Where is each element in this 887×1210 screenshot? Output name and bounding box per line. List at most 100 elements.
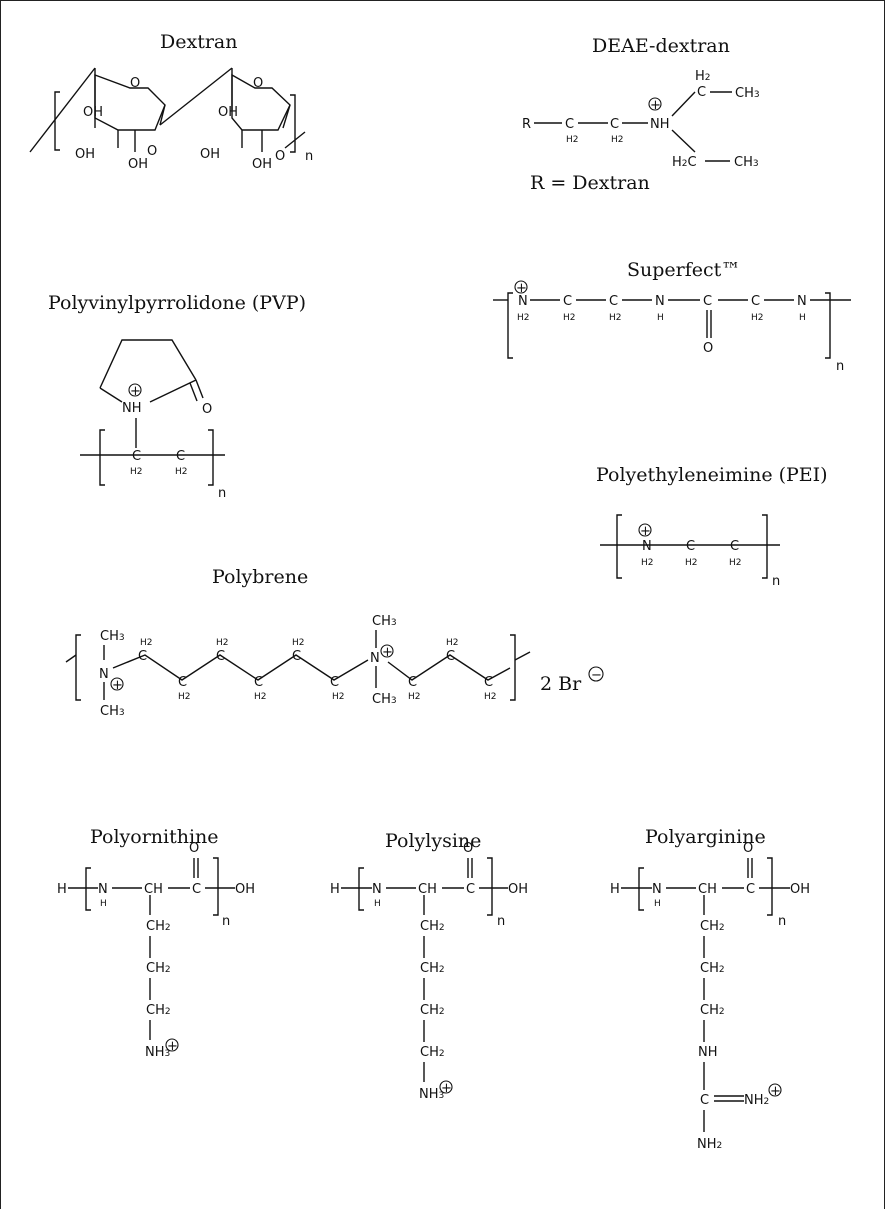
pei-n: n bbox=[772, 574, 780, 589]
svg-text:NH2: NH2 bbox=[697, 1137, 722, 1152]
title-superfect: Superfect™ bbox=[627, 259, 740, 281]
svg-text:H2: H2 bbox=[140, 638, 153, 648]
svg-text:H2: H2 bbox=[130, 467, 143, 477]
svg-text:N: N bbox=[98, 882, 108, 897]
svg-text:C: C bbox=[292, 649, 301, 664]
svg-text:+: + bbox=[770, 1084, 781, 1099]
dextran-ring1-oh: OH bbox=[83, 105, 103, 120]
svg-text:H2: H2 bbox=[332, 692, 345, 702]
svg-text:CH: CH bbox=[418, 882, 437, 897]
svg-text:H: H bbox=[330, 882, 340, 897]
svg-text:CH2: CH2 bbox=[700, 919, 725, 934]
svg-text:C: C bbox=[703, 294, 712, 309]
polylysine-structure: H N H CH C O OH n CH2 CH2 CH2 CH2 NH3 + bbox=[330, 841, 528, 1102]
title-pei: Polyethyleneimine (PEI) bbox=[596, 464, 828, 486]
polyarginine-n: n bbox=[778, 914, 786, 929]
deae-r-definition: R = Dextran bbox=[530, 172, 650, 194]
svg-text:H2: H2 bbox=[216, 638, 229, 648]
svg-text:O: O bbox=[189, 841, 199, 856]
svg-text:+: + bbox=[167, 1039, 178, 1054]
svg-text:OH: OH bbox=[235, 882, 255, 897]
svg-text:+: + bbox=[112, 678, 123, 693]
svg-text:H2: H2 bbox=[175, 467, 188, 477]
svg-text:H: H bbox=[100, 899, 107, 909]
title-polylysine: Polylysine bbox=[385, 830, 481, 852]
dextran-ring2-oxygen: O bbox=[253, 76, 263, 91]
svg-text:CH2: CH2 bbox=[420, 1003, 445, 1018]
polybrene-counterion: 2 Br bbox=[540, 673, 582, 695]
title-polybrene: Polybrene bbox=[212, 566, 308, 588]
svg-text:H: H bbox=[57, 882, 67, 897]
deae-r: R bbox=[522, 117, 531, 132]
svg-text:CH2: CH2 bbox=[420, 961, 445, 976]
svg-text:+: + bbox=[441, 1081, 452, 1096]
dextran-ring2-oh2: OH bbox=[200, 147, 220, 162]
polybrene-n2: N bbox=[370, 651, 380, 666]
svg-text:OH: OH bbox=[508, 882, 528, 897]
title-polyornithine: Polyornithine bbox=[90, 826, 219, 848]
svg-text:NH3: NH3 bbox=[419, 1087, 444, 1102]
dextran-ring1-oh2: OH bbox=[75, 147, 95, 162]
svg-text:C: C bbox=[484, 675, 493, 690]
svg-text:OH: OH bbox=[790, 882, 810, 897]
svg-text:CH2: CH2 bbox=[420, 1045, 445, 1060]
dextran-structure: O OH OH OH O O OH OH OH O n bbox=[29, 67, 313, 172]
deae-c2-h2: H2 bbox=[611, 135, 624, 145]
svg-text:C: C bbox=[132, 449, 141, 464]
svg-text:H2: H2 bbox=[609, 313, 622, 323]
deae-ch2-lower: H2C bbox=[672, 155, 697, 170]
svg-text:+: + bbox=[640, 524, 651, 539]
svg-text:H2: H2 bbox=[408, 692, 421, 702]
svg-text:CH: CH bbox=[144, 882, 163, 897]
dextran-ring2-oh: OH bbox=[218, 105, 238, 120]
svg-text:H2: H2 bbox=[563, 313, 576, 323]
svg-text:C: C bbox=[138, 649, 147, 664]
svg-text:C: C bbox=[192, 882, 201, 897]
svg-text:C: C bbox=[746, 882, 755, 897]
svg-text:C: C bbox=[446, 649, 455, 664]
svg-text:O: O bbox=[463, 841, 473, 856]
svg-text:N: N bbox=[372, 882, 382, 897]
deae-ch3-lower: CH3 bbox=[734, 155, 759, 170]
svg-text:CH3: CH3 bbox=[100, 704, 125, 719]
svg-text:C: C bbox=[330, 675, 339, 690]
svg-text:CH3: CH3 bbox=[372, 692, 397, 707]
svg-text:C: C bbox=[176, 449, 185, 464]
polyornithine-structure: H N H CH C O OH n CH2 CH2 CH2 NH3 + bbox=[57, 841, 255, 1060]
svg-text:C: C bbox=[563, 294, 572, 309]
svg-text:NH: NH bbox=[698, 1045, 718, 1060]
polybrene-structure: CH3 N + CH3 C H2 C H2 C H2 C H2 C H2 C H… bbox=[65, 614, 604, 719]
svg-text:CH2: CH2 bbox=[146, 961, 171, 976]
svg-text:C: C bbox=[408, 675, 417, 690]
svg-text:+: + bbox=[130, 384, 141, 399]
svg-text:C: C bbox=[216, 649, 225, 664]
dextran-n: n bbox=[305, 149, 313, 164]
svg-text:N: N bbox=[797, 294, 807, 309]
pvp-structure: O + NH C H2 C H2 n bbox=[80, 339, 226, 501]
svg-text:H: H bbox=[654, 899, 661, 909]
dextran-ring1-oh3: OH bbox=[128, 157, 148, 172]
svg-text:N: N bbox=[642, 539, 652, 554]
svg-text:C: C bbox=[609, 294, 618, 309]
title-pvp: Polyvinylpyrrolidone (PVP) bbox=[48, 292, 306, 314]
svg-text:H2: H2 bbox=[641, 558, 654, 568]
deae-nh: NH bbox=[650, 117, 670, 132]
svg-text:+: + bbox=[382, 645, 393, 660]
svg-text:+: + bbox=[516, 281, 527, 296]
deae-c2: C bbox=[610, 117, 619, 132]
svg-text:C: C bbox=[178, 675, 187, 690]
dextran-ring1-oxygen: O bbox=[130, 76, 140, 91]
deae-dextran-structure: R C H2 C H2 NH + H2 C CH3 H2C CH3 R = De… bbox=[522, 69, 760, 194]
svg-text:O: O bbox=[202, 402, 212, 417]
svg-text:H: H bbox=[657, 313, 664, 323]
svg-text:C: C bbox=[751, 294, 760, 309]
svg-text:C: C bbox=[730, 539, 739, 554]
svg-text:C: C bbox=[254, 675, 263, 690]
svg-text:NH3: NH3 bbox=[145, 1045, 170, 1060]
svg-text:H2: H2 bbox=[484, 692, 497, 702]
svg-text:H2: H2 bbox=[446, 638, 459, 648]
svg-text:CH2: CH2 bbox=[420, 919, 445, 934]
svg-text:CH3: CH3 bbox=[100, 629, 125, 644]
